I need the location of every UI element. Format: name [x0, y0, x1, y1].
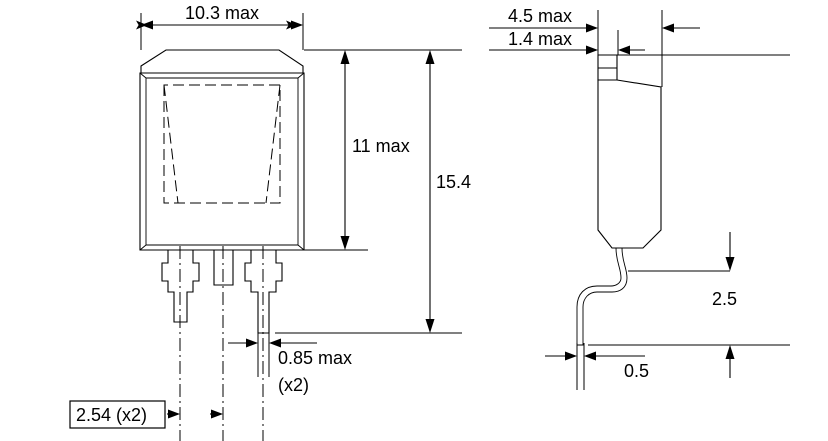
arrow-to-body-edge: [586, 23, 598, 33]
dim-label-tab-offset: 4.5 max: [508, 6, 572, 26]
dim-total-height: 15.4: [275, 50, 471, 334]
arrow-top: [340, 50, 350, 64]
arrow-right: [618, 45, 630, 55]
arrow-down: [725, 257, 735, 271]
dim-label-lead-pitch: 2.54 (x2): [76, 405, 147, 425]
arrow-to-ref-line: [662, 23, 674, 33]
dim-label-body-height: 11 max: [352, 136, 410, 156]
arrow-right: [291, 20, 303, 30]
front-view-geometry: [139, 49, 305, 441]
dim-label-lead-width-qty: (x2): [278, 375, 309, 395]
internal-diepad-taper-right: [265, 84, 281, 204]
dim-label-body-thickness: 1.4 max: [508, 29, 572, 49]
lead-pitch-label-box: [69, 400, 166, 429]
arrow-bottom: [425, 319, 435, 333]
side-view-geometry: [576, 54, 790, 346]
dim-lead-pitch: 2.54 (x2): [69, 400, 223, 429]
package-body-bevel-right: [297, 72, 305, 251]
arrow-into-right: [269, 338, 281, 348]
side-body-outline: [597, 79, 662, 249]
arrow-left: [586, 45, 598, 55]
side-lead-outline: [576, 247, 628, 346]
dim-body-height: 11 max: [304, 49, 462, 251]
package-body-outline: [139, 72, 305, 251]
dim-body-thickness: 1.4 max: [489, 10, 645, 55]
arrow-up: [725, 345, 735, 359]
lead-2-outline: [213, 249, 234, 286]
side-tab-outline: [597, 54, 618, 81]
arrow-to-lead-1: [168, 409, 180, 419]
lead-1-outline: [161, 249, 200, 323]
arrow-into-right: [584, 351, 596, 361]
dim-lead-width: 0.85 max (x2): [228, 330, 352, 395]
arrow-into-left: [565, 351, 577, 361]
package-cap-outline: [140, 49, 304, 74]
package-body-bevel-left: [139, 72, 147, 251]
internal-diepad-hidden: [163, 84, 281, 204]
dim-lead-thickness: 0.5: [545, 343, 649, 390]
dim-tab-offset: 4.5 max: [489, 6, 700, 87]
dim-width-overall: 10.3 max: [136, 3, 304, 50]
dim-label-standoff: 2.5: [712, 289, 737, 309]
internal-diepad-taper-left: [163, 84, 179, 204]
dim-label-total-height: 15.4: [436, 172, 471, 192]
arrow-into-left: [246, 338, 258, 348]
arrow-bottom: [340, 236, 350, 250]
dim-label-width-overall: 10.3 max: [185, 3, 259, 23]
arrow-top: [425, 50, 435, 64]
dim-label-lead-width: 0.85 max: [278, 348, 352, 368]
dim-label-lead-thickness: 0.5: [624, 361, 649, 381]
dim-standoff: 2.5: [628, 232, 737, 378]
package-body-inner-outline: [145, 77, 299, 246]
arrow-left: [141, 20, 153, 30]
arrow-to-lead-2: [211, 409, 223, 419]
